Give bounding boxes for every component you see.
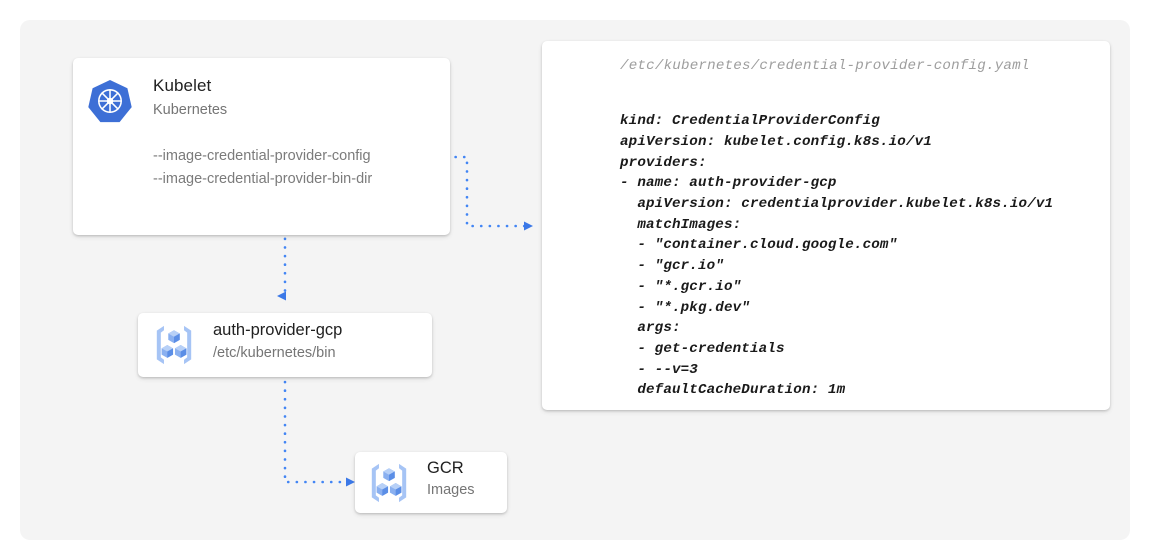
auth-provider-gcp-card[interactable]: auth-provider-gcp /etc/kubernetes/bin: [138, 313, 432, 377]
kubernetes-helm-wheel-icon: [88, 80, 132, 123]
yaml-code-block: kind: CredentialProviderConfig apiVersio…: [620, 113, 1054, 399]
credential-provider-config-card[interactable]: /etc/kubernetes/credential-provider-conf…: [542, 41, 1110, 410]
yaml-file-path: /etc/kubernetes/credential-provider-conf…: [620, 58, 1030, 74]
kubelet-subtitle: Kubernetes: [153, 102, 228, 118]
gcr-card[interactable]: GCR Images: [355, 452, 507, 513]
kubelet-card[interactable]: Kubelet Kubernetes --image-credential-pr…: [73, 58, 450, 235]
container-registry-cubes-icon: [371, 463, 407, 503]
gcr-subtitle: Images: [427, 482, 475, 498]
kubelet-title: Kubelet: [153, 76, 212, 95]
gcr-title: GCR: [427, 459, 464, 477]
container-registry-cubes-icon: [156, 325, 192, 365]
auth-provider-title: auth-provider-gcp: [213, 321, 343, 339]
kubelet-flag-config: --image-credential-provider-config: [153, 148, 371, 164]
auth-provider-subtitle: /etc/kubernetes/bin: [213, 345, 336, 361]
kubelet-flag-bin-dir: --image-credential-provider-bin-dir: [153, 171, 373, 187]
